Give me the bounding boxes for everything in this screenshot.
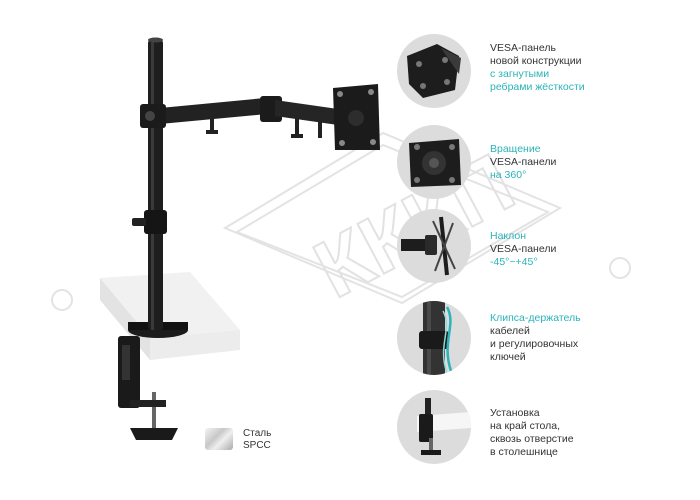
feature-line: VESA-панели: [490, 243, 557, 255]
feature-line-highlight: с загнутыми: [490, 68, 550, 80]
feature-line-highlight: Клипса-держатель: [490, 312, 581, 324]
feature-text-cable-clip: Клипса-держатель кабелей и регулировочны…: [490, 312, 690, 364]
feature-line: в столешнице: [490, 446, 558, 458]
cable-clip-icon: [419, 301, 453, 375]
monitor-arm-illustration: [100, 37, 380, 440]
material-label: Сталь SPCC: [243, 428, 271, 452]
tilt-icon: [401, 216, 456, 276]
vesa-plate-icon: [407, 44, 461, 98]
arm-segment-2: [275, 100, 345, 126]
feature-line-highlight: ребрами жёсткости: [490, 81, 585, 93]
feature-line: ключей: [490, 351, 526, 363]
material-line-1: Сталь: [243, 428, 272, 439]
feature-circle-tilt: [397, 209, 471, 283]
feature-text-tilt: Наклон VESA-панели -45°~+45°: [490, 230, 690, 269]
vertical-pole: [148, 40, 163, 330]
rotation-icon: [409, 139, 461, 187]
feature-line: и регулировочных: [490, 338, 579, 350]
feature-circle-desk-clamp: [397, 390, 471, 464]
feature-line-highlight: -45°~+45°: [490, 256, 538, 268]
feature-line-highlight: Вращение: [490, 143, 541, 155]
feature-line-highlight: Наклон: [490, 230, 527, 242]
desk-clamp-icon: [417, 398, 471, 455]
feature-text-rotation: Вращение VESA-панели на 360°: [490, 143, 690, 182]
steel-swatch: [205, 428, 233, 450]
feature-text-vesa: VESA-панель новой конструкции с загнутым…: [490, 42, 690, 94]
feature-text-desk-clamp: Установка на край стола, сквозь отверсти…: [490, 407, 690, 459]
feature-line: кабелей: [490, 325, 530, 337]
feature-line: на край стола,: [490, 420, 561, 432]
feature-line: VESA-панель: [490, 42, 556, 54]
feature-circle-rotation: [397, 125, 471, 199]
feature-line-highlight: на 360°: [490, 169, 527, 181]
feature-circle-cable-clip: [397, 301, 471, 375]
feature-circle-vesa: [397, 34, 471, 108]
arm-segment-1: [160, 98, 267, 124]
feature-line: сквозь отверстие: [490, 433, 574, 445]
material-line-2: SPCC: [243, 440, 271, 451]
desk-top: [100, 272, 240, 338]
feature-line: Установка: [490, 407, 540, 419]
feature-line: новой конструкции: [490, 55, 582, 67]
feature-line: VESA-панели: [490, 156, 557, 168]
